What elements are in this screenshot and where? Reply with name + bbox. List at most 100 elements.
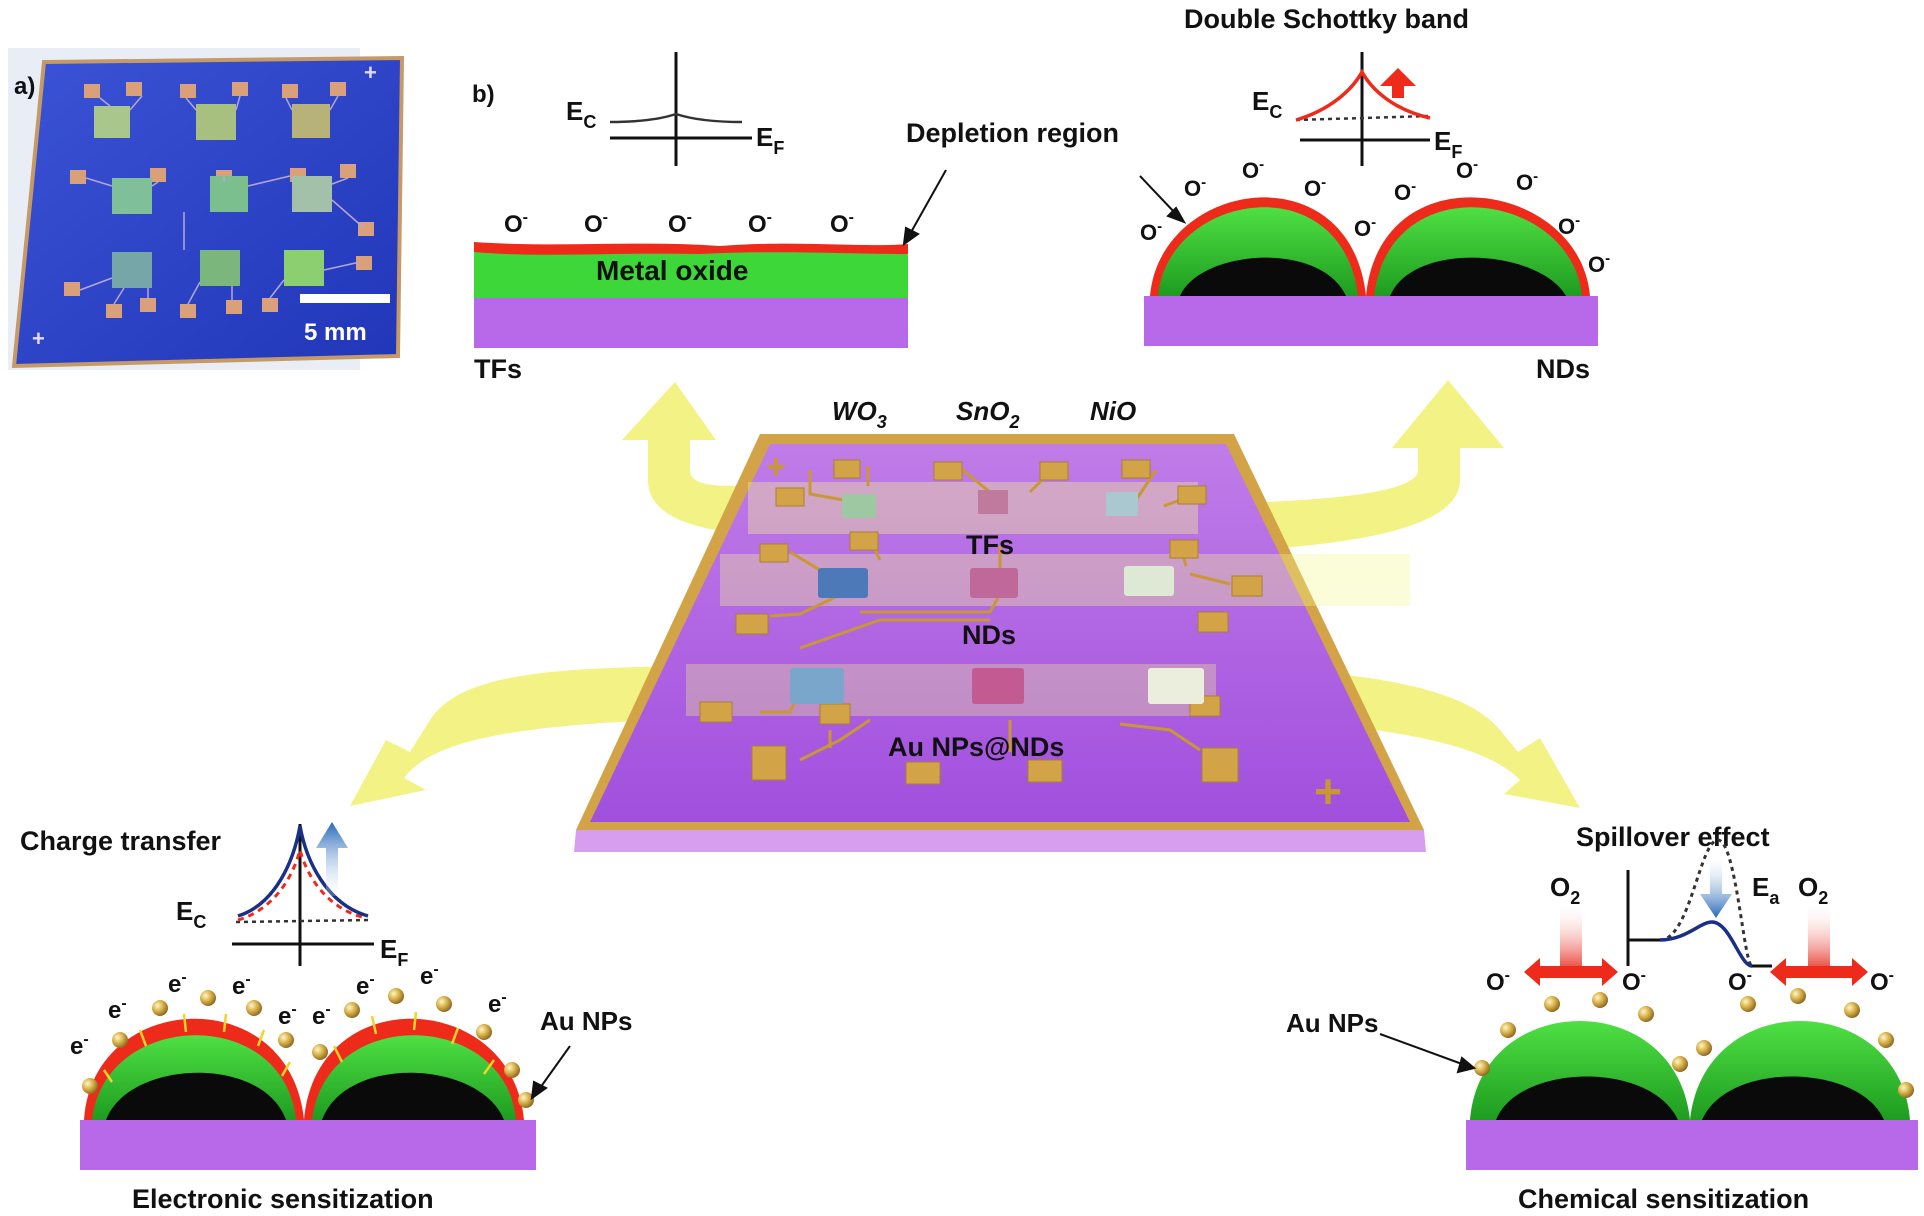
chip-row-aunds: Au NPs@NDs bbox=[888, 732, 1064, 762]
svg-text:O-: O- bbox=[584, 209, 608, 238]
svg-text:O-: O- bbox=[1304, 174, 1326, 201]
tf-depletion-label: Depletion region bbox=[906, 118, 1119, 148]
tf-substrate bbox=[474, 296, 908, 348]
nd-band-up-arrow bbox=[1380, 68, 1416, 98]
chemical-au-label: Au NPs bbox=[1286, 1008, 1378, 1038]
svg-text:O-: O- bbox=[1558, 212, 1580, 239]
tf-ec-label: EC bbox=[566, 96, 596, 132]
nd-ef-label: EF bbox=[1434, 126, 1462, 162]
charge-transfer-label: Charge transfer bbox=[20, 826, 222, 856]
svg-text:O-: O- bbox=[1354, 214, 1376, 241]
panel-chemical: Spillover effect O2 O2 Ea O- O- O- O bbox=[1286, 822, 1918, 1214]
chemical-oxygen-ions: O- O- O- O- bbox=[1486, 967, 1894, 996]
panel-tf: b) EC EF Metal oxide O- O- O- O- O- Depl… bbox=[472, 52, 1119, 384]
tf-band-diagram bbox=[609, 52, 752, 166]
chip-material-sno2: SnO2 bbox=[956, 396, 1019, 432]
svg-text:O-: O- bbox=[1184, 174, 1206, 201]
photo-sensor-squares bbox=[94, 104, 332, 288]
nd-substrate bbox=[1144, 296, 1598, 346]
tf-layer-label: Metal oxide bbox=[596, 255, 748, 286]
nd-ec-label: EC bbox=[1252, 86, 1282, 122]
o2-right-split-arrow bbox=[1770, 958, 1868, 986]
o2-left-label: O2 bbox=[1550, 872, 1580, 908]
chip-plus-top: + bbox=[766, 448, 786, 486]
nd-oxygen-ions: O- O- O- O- O- O- O- O- O- O- bbox=[1140, 156, 1610, 277]
activation-energy-diagram bbox=[1626, 838, 1772, 968]
tf-name: TFs bbox=[474, 354, 522, 384]
ea-down-arrow bbox=[1700, 858, 1732, 918]
chip-row-tfs: TFs bbox=[966, 530, 1014, 560]
chip-side bbox=[574, 830, 1426, 852]
panel-a-label: a) bbox=[14, 73, 35, 100]
svg-text:O-: O- bbox=[1622, 967, 1646, 996]
sensor-chip: WO3 SnO2 NiO TFs NDs Au NPs@NDs + + bbox=[574, 396, 1426, 852]
svg-text:e-: e- bbox=[70, 1031, 89, 1060]
electronic-au-label: Au NPs bbox=[540, 1006, 632, 1036]
electronic-band-up-arrow bbox=[316, 822, 348, 896]
nd-pointer bbox=[1139, 175, 1187, 224]
panel-nd: Double Schottky band EC EF O- O- O- O bbox=[1139, 4, 1610, 384]
tf-depletion-pointer bbox=[902, 169, 947, 247]
photo-plus-top: + bbox=[364, 60, 377, 85]
chemical-au-pointer bbox=[1379, 1033, 1477, 1074]
chemical-au-nps bbox=[1474, 988, 1914, 1098]
scale-bar bbox=[300, 294, 390, 303]
chip-material-nio: NiO bbox=[1090, 396, 1136, 426]
svg-text:e-: e- bbox=[420, 961, 439, 990]
svg-text:O-: O- bbox=[1588, 250, 1610, 277]
svg-text:O-: O- bbox=[1516, 168, 1538, 195]
photo-traces bbox=[79, 95, 365, 305]
svg-text:e-: e- bbox=[232, 971, 251, 1000]
electronic-substrate bbox=[80, 1120, 536, 1170]
svg-text:O-: O- bbox=[504, 209, 528, 238]
ea-label: Ea bbox=[1752, 872, 1780, 908]
spillover-label: Spillover effect bbox=[1576, 822, 1770, 852]
o2-right-label: O2 bbox=[1798, 872, 1828, 908]
svg-text:O-: O- bbox=[668, 209, 692, 238]
svg-text:e-: e- bbox=[488, 989, 507, 1018]
chemical-domes bbox=[1470, 1020, 1910, 1120]
electronic-domes bbox=[84, 1018, 524, 1120]
chip-substrate bbox=[590, 444, 1410, 822]
nd-title: Double Schottky band bbox=[1184, 4, 1469, 34]
svg-text:O-: O- bbox=[748, 209, 772, 238]
svg-text:O-: O- bbox=[1242, 156, 1264, 183]
electronic-ef-label: EF bbox=[380, 934, 408, 970]
electronic-electrons: e- e- e- e- e- e- e- e- e- bbox=[70, 961, 507, 1060]
svg-text:e-: e- bbox=[278, 1001, 297, 1030]
electronic-transfer-arrows bbox=[102, 1011, 496, 1083]
chip-plus-bottom: + bbox=[1314, 766, 1342, 819]
chip-aund-sensors bbox=[790, 668, 1204, 704]
svg-text:O-: O- bbox=[1456, 156, 1478, 183]
arrow-band-bot bbox=[686, 664, 1216, 716]
nd-band-diagram bbox=[1295, 52, 1431, 166]
nd-domes bbox=[1150, 197, 1590, 296]
chemical-caption: Chemical sensitization bbox=[1518, 1184, 1809, 1214]
o2-left-split-arrow bbox=[1524, 958, 1618, 986]
panel-electronic: Charge transfer EC EF bbox=[20, 822, 632, 1214]
o2-right-stem bbox=[1808, 902, 1830, 970]
svg-text:e-: e- bbox=[168, 969, 187, 998]
svg-text:e-: e- bbox=[108, 995, 127, 1024]
scale-bar-label: 5 mm bbox=[304, 319, 367, 346]
svg-text:O-: O- bbox=[830, 209, 854, 238]
electronic-au-pointer bbox=[530, 1045, 571, 1101]
chip-material-wo3: WO3 bbox=[832, 396, 887, 432]
chemical-substrate bbox=[1466, 1120, 1918, 1170]
panel-b-label: b) bbox=[472, 81, 495, 108]
electronic-ec-label: EC bbox=[176, 896, 206, 932]
svg-text:O-: O- bbox=[1728, 967, 1752, 996]
chip-nd-sensors bbox=[818, 566, 1174, 598]
chip-pads bbox=[699, 459, 1263, 785]
svg-text:e-: e- bbox=[356, 971, 375, 1000]
svg-text:O-: O- bbox=[1140, 218, 1162, 245]
chip-row-nds: NDs bbox=[962, 620, 1016, 650]
tf-metal-oxide-layer bbox=[474, 248, 908, 298]
tf-oxygen-ions: O- O- O- O- O- bbox=[504, 209, 854, 238]
tf-depletion-layer bbox=[474, 242, 908, 255]
electronic-au-nps bbox=[82, 988, 534, 1108]
photo-plus-bottom: + bbox=[32, 326, 45, 351]
electronic-caption: Electronic sensitization bbox=[132, 1184, 434, 1214]
svg-text:e-: e- bbox=[312, 1001, 331, 1030]
o2-left-stem bbox=[1560, 902, 1582, 970]
